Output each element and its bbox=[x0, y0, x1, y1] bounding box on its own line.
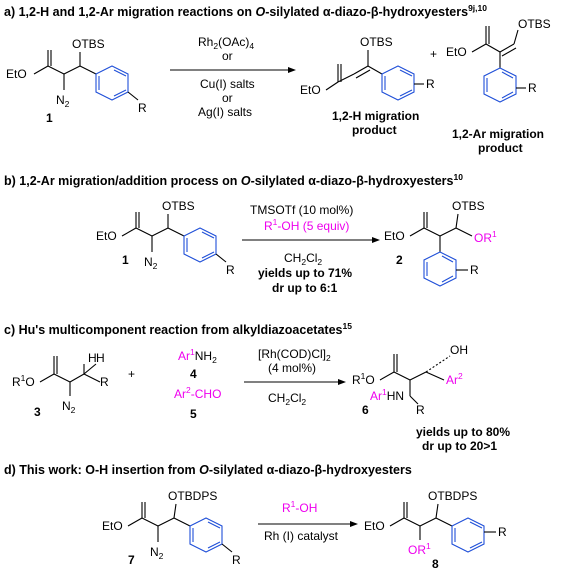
n2-label: N2 bbox=[62, 399, 76, 415]
ag-salts-label: Ag(I) salts bbox=[198, 105, 252, 119]
reaction-arrow-c: [Rh(COD)Cl]2 (4 mol%) CH2Cl2 bbox=[244, 347, 346, 407]
otbs-label: OTBS bbox=[72, 37, 105, 51]
compound-7-structure: OTBDPS EtO N2 R 7 bbox=[102, 489, 241, 567]
or1-label: OR1 bbox=[408, 541, 431, 557]
r-label: R bbox=[528, 81, 537, 95]
n2-label: N2 bbox=[56, 93, 70, 109]
h-migration-title: 1,2-H migration bbox=[332, 109, 419, 123]
otbdps-label: OTBDPS bbox=[428, 489, 477, 503]
n2-label: N2 bbox=[150, 545, 164, 561]
otbdps-label: OTBDPS bbox=[168, 489, 217, 503]
eto-label: EtO bbox=[300, 83, 321, 97]
or1-label: OR1 bbox=[474, 229, 497, 245]
load-label: (4 mol%) bbox=[268, 361, 316, 375]
eto-label: EtO bbox=[96, 229, 117, 243]
r-label: R bbox=[426, 77, 435, 91]
otbs-label: OTBS bbox=[162, 199, 195, 213]
r-label: R bbox=[498, 525, 507, 539]
section-c-header: c) Hu's multicomponent reaction from alk… bbox=[4, 321, 352, 337]
rh-catalyst-label: Rh (I) catalyst bbox=[264, 529, 339, 543]
compound-2-number: 2 bbox=[396, 253, 403, 267]
ar2cho-label: Ar2-CHO bbox=[174, 385, 221, 401]
eto-label: EtO bbox=[446, 45, 467, 59]
otbs-label: OTBS bbox=[518, 17, 551, 31]
h-migration-product: OTBS EtO R 1,2-H migration product bbox=[300, 35, 435, 137]
compound-2-structure: OTBS EtO OR1 R 2 bbox=[384, 199, 497, 287]
compound-5-number: 5 bbox=[190, 407, 197, 421]
r-label: R bbox=[100, 375, 109, 389]
r1o-label: R1O bbox=[12, 373, 35, 389]
yields-label: yields up to 71% bbox=[258, 266, 352, 280]
compound-8-number: 8 bbox=[432, 557, 439, 570]
compound-7-number: 7 bbox=[128, 553, 135, 567]
ar-migration-title: 1,2-Ar migration bbox=[452, 127, 544, 141]
r1oh-label: R1-OH bbox=[282, 499, 317, 515]
compound-1-number: 1 bbox=[122, 253, 129, 267]
r-label: R bbox=[416, 403, 425, 417]
section-a-header: a) 1,2-H and 1,2-Ar migration reactions … bbox=[4, 3, 487, 19]
compound-1b-structure: OTBS EtO N2 R 1 bbox=[96, 199, 235, 277]
otbs-label: OTBS bbox=[452, 199, 485, 213]
r-label: R bbox=[138, 101, 147, 115]
solvent-label: CH2Cl2 bbox=[268, 391, 306, 407]
ar-migration-product: OTBS EtO R 1,2-Ar migration product bbox=[446, 17, 551, 155]
compound-3-structure: R1O H H R N2 3 bbox=[12, 351, 109, 419]
eto-label: EtO bbox=[384, 229, 405, 243]
or-label-2: or bbox=[222, 91, 233, 105]
r1oh-label: R1-OH (5 equiv) bbox=[264, 217, 349, 233]
reaction-arrow-a: Rh2(OAc)4 or Cu(I) salts or Ag(I) salts bbox=[170, 35, 296, 119]
h-migration-subtitle: product bbox=[352, 123, 397, 137]
ar-migration-subtitle: product bbox=[478, 141, 523, 155]
solvent-label: CH2Cl2 bbox=[284, 251, 322, 267]
eto-label: EtO bbox=[102, 519, 123, 533]
compound-3-number: 3 bbox=[34, 405, 41, 419]
ar1hn-label: Ar1HN bbox=[370, 387, 404, 403]
oh-label: OH bbox=[450, 343, 468, 357]
reaction-arrow-b: TMSOTf (10 mol%) R1-OH (5 equiv) CH2Cl2 … bbox=[242, 203, 380, 295]
compound-4-number: 4 bbox=[190, 367, 197, 381]
dr-label: dr up to 20>1 bbox=[422, 439, 497, 453]
compound-1-structure: OTBS EtO N2 R 1 bbox=[6, 37, 147, 125]
eto-label: EtO bbox=[364, 519, 385, 533]
eto-label: EtO bbox=[6, 67, 27, 81]
plus-sign-a: + bbox=[430, 47, 437, 61]
plus-sign-c: + bbox=[128, 367, 135, 381]
r-label: R bbox=[470, 263, 479, 277]
n2-label: N2 bbox=[144, 255, 158, 271]
yields-label: yields up to 80% bbox=[416, 425, 510, 439]
tmsotf-label: TMSOTf (10 mol%) bbox=[250, 203, 353, 217]
reaction-arrow-d: R1-OH Rh (I) catalyst bbox=[258, 499, 358, 543]
compound-8-structure: OTBDPS EtO OR1 R 8 bbox=[364, 489, 507, 570]
compound-6-number: 6 bbox=[362, 403, 369, 417]
h-label: H bbox=[96, 351, 105, 365]
or-label-1: or bbox=[222, 49, 233, 63]
rh2-oac4-label: Rh2(OAc)4 bbox=[198, 35, 254, 51]
r-label: R bbox=[226, 263, 235, 277]
h-label: H bbox=[88, 351, 97, 365]
r-label: R bbox=[232, 553, 241, 567]
ar2-label: Ar2 bbox=[446, 371, 463, 387]
rh-cod-label: [Rh(COD)Cl]2 bbox=[258, 347, 331, 363]
section-b-header: b) 1,2-Ar migration/addition process on … bbox=[4, 172, 463, 188]
otbs-label: OTBS bbox=[360, 35, 393, 49]
reagents-4-5: Ar1NH2 4 Ar2-CHO 5 bbox=[174, 347, 221, 421]
section-d-header: d) This work: O-H insertion from O-silyl… bbox=[4, 463, 412, 477]
ar1nh2-label: Ar1NH2 bbox=[178, 347, 217, 365]
compound-1-number: 1 bbox=[46, 111, 53, 125]
cu-salts-label: Cu(I) salts bbox=[200, 77, 255, 91]
r1o-label: R1O bbox=[352, 371, 375, 387]
compound-6-structure: OH R1O Ar2 R Ar1HN 6 yields up to 80% dr… bbox=[352, 343, 510, 453]
dr-label: dr up to 6:1 bbox=[272, 281, 338, 295]
